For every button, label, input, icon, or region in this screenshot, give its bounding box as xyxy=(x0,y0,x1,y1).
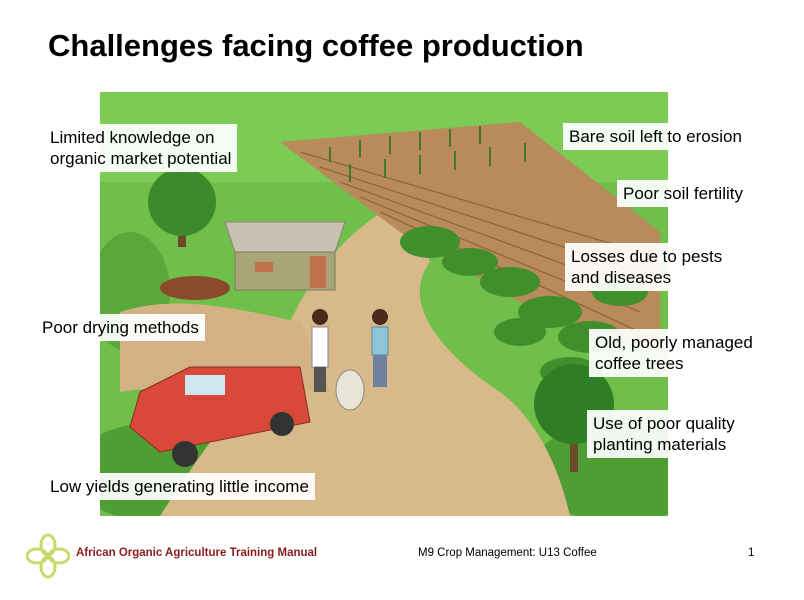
label-soil-fertility: Poor soil fertility xyxy=(617,180,749,207)
slide-title: Challenges facing coffee production xyxy=(48,28,584,63)
page-number: 1 xyxy=(748,547,755,559)
label-planting-materials: Use of poor quality planting materials xyxy=(587,410,741,458)
label-old-trees: Old, poorly managed coffee trees xyxy=(589,329,759,377)
label-poor-drying: Poor drying methods xyxy=(36,314,205,341)
label-limited-knowledge: Limited knowledge on organic market pote… xyxy=(44,124,238,172)
footer-manual-title: African Organic Agriculture Training Man… xyxy=(76,547,318,559)
footer-module: M9 Crop Management: U13 Coffee xyxy=(418,547,597,559)
label-pests: Losses due to pests and diseases xyxy=(565,243,729,291)
label-bare-soil: Bare soil left to erosion xyxy=(563,123,748,150)
knot-logo-icon xyxy=(26,533,70,579)
label-low-yields: Low yields generating little income xyxy=(44,473,315,500)
